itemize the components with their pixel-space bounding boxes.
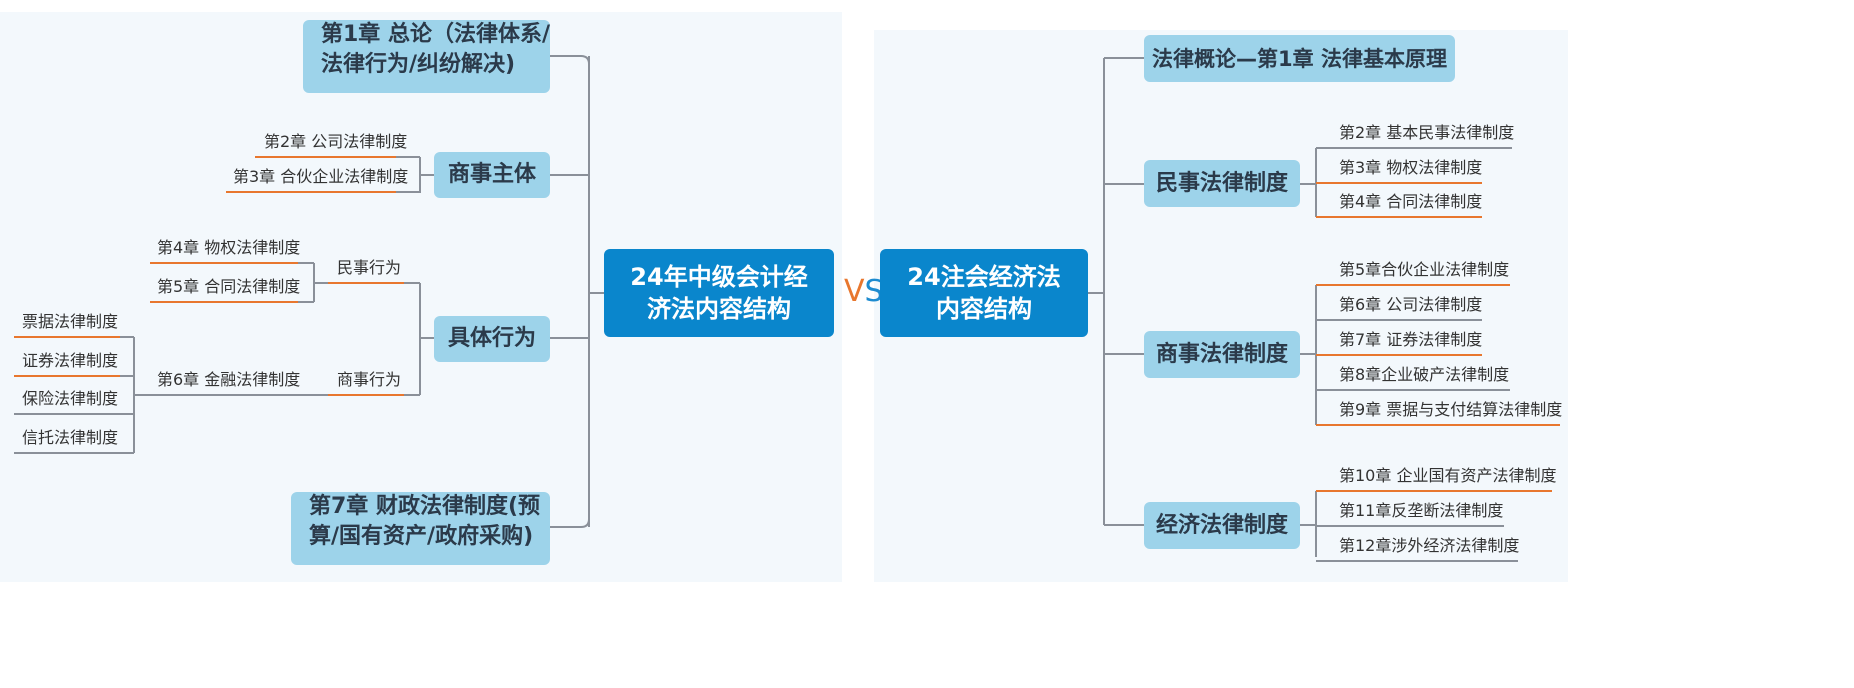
civil-law-label: 民事法律制度 bbox=[1155, 170, 1288, 196]
leaf-antimonopoly-law[interactable]: 第11章反垄断法律制度 bbox=[1339, 501, 1504, 520]
commercial-subject-label: 商事主体 bbox=[447, 162, 536, 187]
leaf-company-law[interactable]: 第2章 公司法律制度 bbox=[264, 132, 408, 151]
leaf-contract-law[interactable]: 第5章 合同法律制度 bbox=[157, 277, 301, 296]
leaf-bill-payment-law[interactable]: 第9章 票据与支付结算法律制度 bbox=[1339, 400, 1563, 419]
left-root-node[interactable]: 24年中级会计经 济法内容结构 bbox=[604, 249, 834, 337]
chapter1-line-2: 法律行为/纠纷解决) bbox=[321, 52, 516, 77]
civil-law-node[interactable]: 民事法律制度 bbox=[1144, 160, 1300, 207]
leaf-property-law[interactable]: 第4章 物权法律制度 bbox=[157, 238, 301, 257]
leaf-state-assets-law[interactable]: 第10章 企业国有资产法律制度 bbox=[1339, 466, 1557, 485]
right-root-line-2: 内容结构 bbox=[936, 295, 1032, 323]
economic-law-label: 经济法律制度 bbox=[1155, 512, 1288, 538]
right-root-line-1: 24注会经济法 bbox=[907, 263, 1061, 291]
leaf-property-law-r[interactable]: 第3章 物权法律制度 bbox=[1339, 158, 1483, 177]
specific-acts-node[interactable]: 具体行为 bbox=[434, 316, 550, 362]
leaf-bill-law[interactable]: 票据法律制度 bbox=[22, 312, 119, 331]
right-root-node[interactable]: 24注会经济法 内容结构 bbox=[880, 249, 1088, 337]
leaf-basic-civil-law[interactable]: 第2章 基本民事法律制度 bbox=[1339, 123, 1515, 142]
leaf-insurance-law[interactable]: 保险法律制度 bbox=[22, 389, 119, 408]
commercial-subject-node[interactable]: 商事主体 bbox=[434, 152, 550, 198]
vs-v: V bbox=[844, 274, 865, 309]
leaf-foreign-economic-law[interactable]: 第12章涉外经济法律制度 bbox=[1339, 536, 1520, 555]
law-intro-node[interactable]: 法律概论—第1章 法律基本原理 bbox=[1144, 35, 1455, 82]
leaf-company-law-r[interactable]: 第6章 公司法律制度 bbox=[1339, 295, 1483, 314]
chapter1-node[interactable]: 第1章 总论（法律体系/ 法律行为/纠纷解决) bbox=[303, 20, 550, 93]
economic-law-node[interactable]: 经济法律制度 bbox=[1144, 502, 1300, 549]
leaf-partnership-law-r[interactable]: 第5章合伙企业法律制度 bbox=[1339, 260, 1510, 279]
civil-acts-label[interactable]: 民事行为 bbox=[337, 258, 402, 277]
vs-label: VS bbox=[844, 274, 884, 309]
left-root-line-1: 24年中级会计经 bbox=[630, 263, 808, 291]
leaf-contract-law-r[interactable]: 第4章 合同法律制度 bbox=[1339, 192, 1483, 211]
leaf-bankruptcy-law[interactable]: 第8章企业破产法律制度 bbox=[1339, 365, 1510, 384]
chapter7-line-1: 第7章 财政法律制度(预 bbox=[309, 494, 541, 519]
left-root-line-2: 济法内容结构 bbox=[647, 295, 791, 323]
commercial-law-label: 商事法律制度 bbox=[1155, 341, 1288, 367]
specific-acts-label: 具体行为 bbox=[447, 326, 536, 351]
chapter7-node[interactable]: 第7章 财政法律制度(预 算/国有资产/政府采购) bbox=[291, 492, 550, 565]
leaf-finance-law[interactable]: 第6章 金融法律制度 bbox=[157, 370, 301, 389]
chapter7-line-2: 算/国有资产/政府采购) bbox=[309, 524, 534, 549]
leaf-trust-law[interactable]: 信托法律制度 bbox=[22, 428, 119, 447]
commercial-acts-label[interactable]: 商事行为 bbox=[337, 370, 402, 389]
law-intro-label: 法律概论—第1章 法律基本原理 bbox=[1152, 46, 1447, 71]
leaf-securities-law-r[interactable]: 第7章 证券法律制度 bbox=[1339, 330, 1483, 349]
leaf-securities-law[interactable]: 证券法律制度 bbox=[22, 351, 119, 370]
commercial-law-node[interactable]: 商事法律制度 bbox=[1144, 331, 1300, 378]
leaf-partnership-law[interactable]: 第3章 合伙企业法律制度 bbox=[233, 167, 409, 186]
chapter1-line-1: 第1章 总论（法律体系/ bbox=[321, 22, 551, 47]
vs-s: S bbox=[864, 274, 884, 309]
